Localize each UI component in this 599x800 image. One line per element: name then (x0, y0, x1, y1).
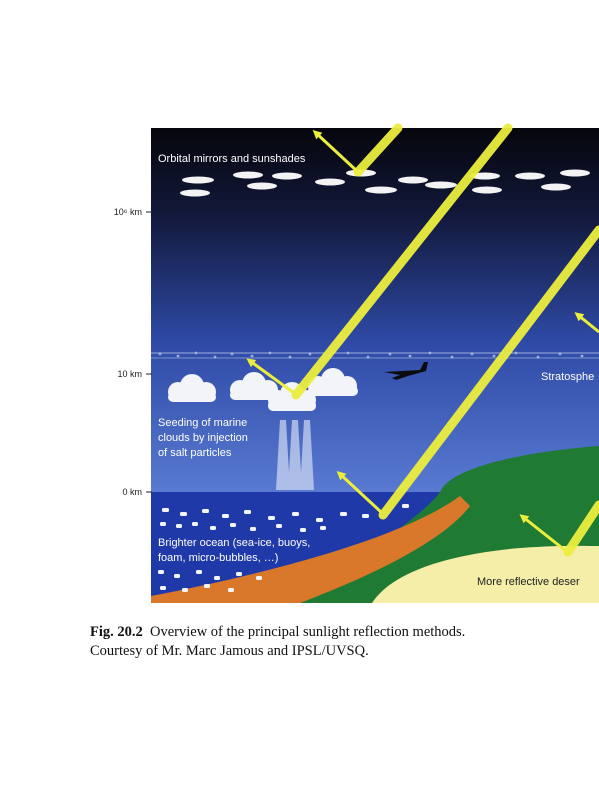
sunlight-reflection-diagram: 10⁶ km 10 km 0 km Orbital mirrors and su… (114, 123, 599, 603)
figure-caption: Fig. 20.2 Overview of the principal sunl… (90, 623, 570, 661)
label-ocean-2: foam, micro-bubbles, …) (158, 552, 278, 564)
salt-spray-columns (276, 420, 314, 490)
ray-orbital-incoming (353, 123, 403, 177)
caption-line-1: Overview of the principal sunlight refle… (150, 624, 466, 640)
ray-desert-reflected (519, 514, 567, 553)
sunlight-rays (291, 123, 599, 557)
label-desert: More reflective deser (477, 576, 580, 588)
tick-label-top: 10⁶ km (114, 207, 142, 217)
ray-orbital-reflected (312, 129, 360, 174)
label-orbital: Orbital mirrors and sunshades (158, 153, 306, 165)
label-seeding-2: clouds by injection (158, 432, 248, 444)
ray-ocean-incoming (378, 225, 599, 520)
ray-desert-incoming (563, 500, 599, 557)
label-ocean-1: Brighter ocean (sea-ice, buoys, (158, 537, 310, 549)
desert-sand (372, 545, 599, 603)
orbital-mirrors (180, 169, 590, 197)
tick-label-bottom: 0 km (122, 487, 142, 497)
label-seeding-1: Seeding of marine (158, 417, 247, 429)
tick-label-mid: 10 km (117, 369, 142, 379)
caption-label: Fig. 20.2 (90, 624, 143, 640)
altitude-axis: 10⁶ km 10 km 0 km (114, 207, 152, 497)
ocean-foam (158, 504, 409, 592)
diagram-figure: 10⁶ km 10 km 0 km Orbital mirrors and su… (114, 123, 599, 603)
label-seeding-3: of salt particles (158, 447, 232, 459)
ray-cloud-incoming (291, 123, 513, 400)
airplane-icon (384, 362, 428, 380)
ray-strat-reflected (574, 312, 599, 334)
reflected-rays (246, 129, 599, 553)
ray-ocean-reflected (336, 470, 383, 514)
orange-shore (151, 496, 470, 603)
ray-cloud-reflected (246, 358, 295, 395)
label-stratosphere: Stratosphe (541, 371, 594, 383)
caption-line-2: Courtesy of Mr. Marc Jamous and IPSL/UVS… (90, 643, 369, 659)
